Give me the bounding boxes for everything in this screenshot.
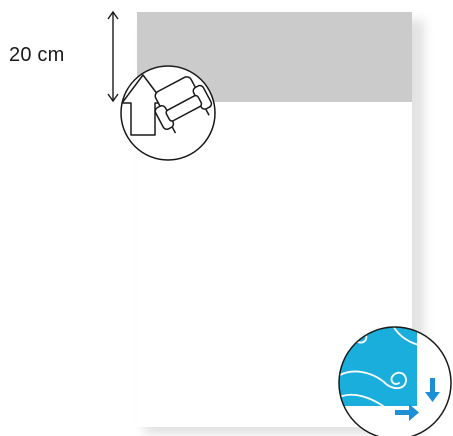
armchair-lift-up-icon [121,66,216,160]
height-dimension-arrow [108,12,118,101]
wave-pattern-repeat-icon [330,320,451,436]
